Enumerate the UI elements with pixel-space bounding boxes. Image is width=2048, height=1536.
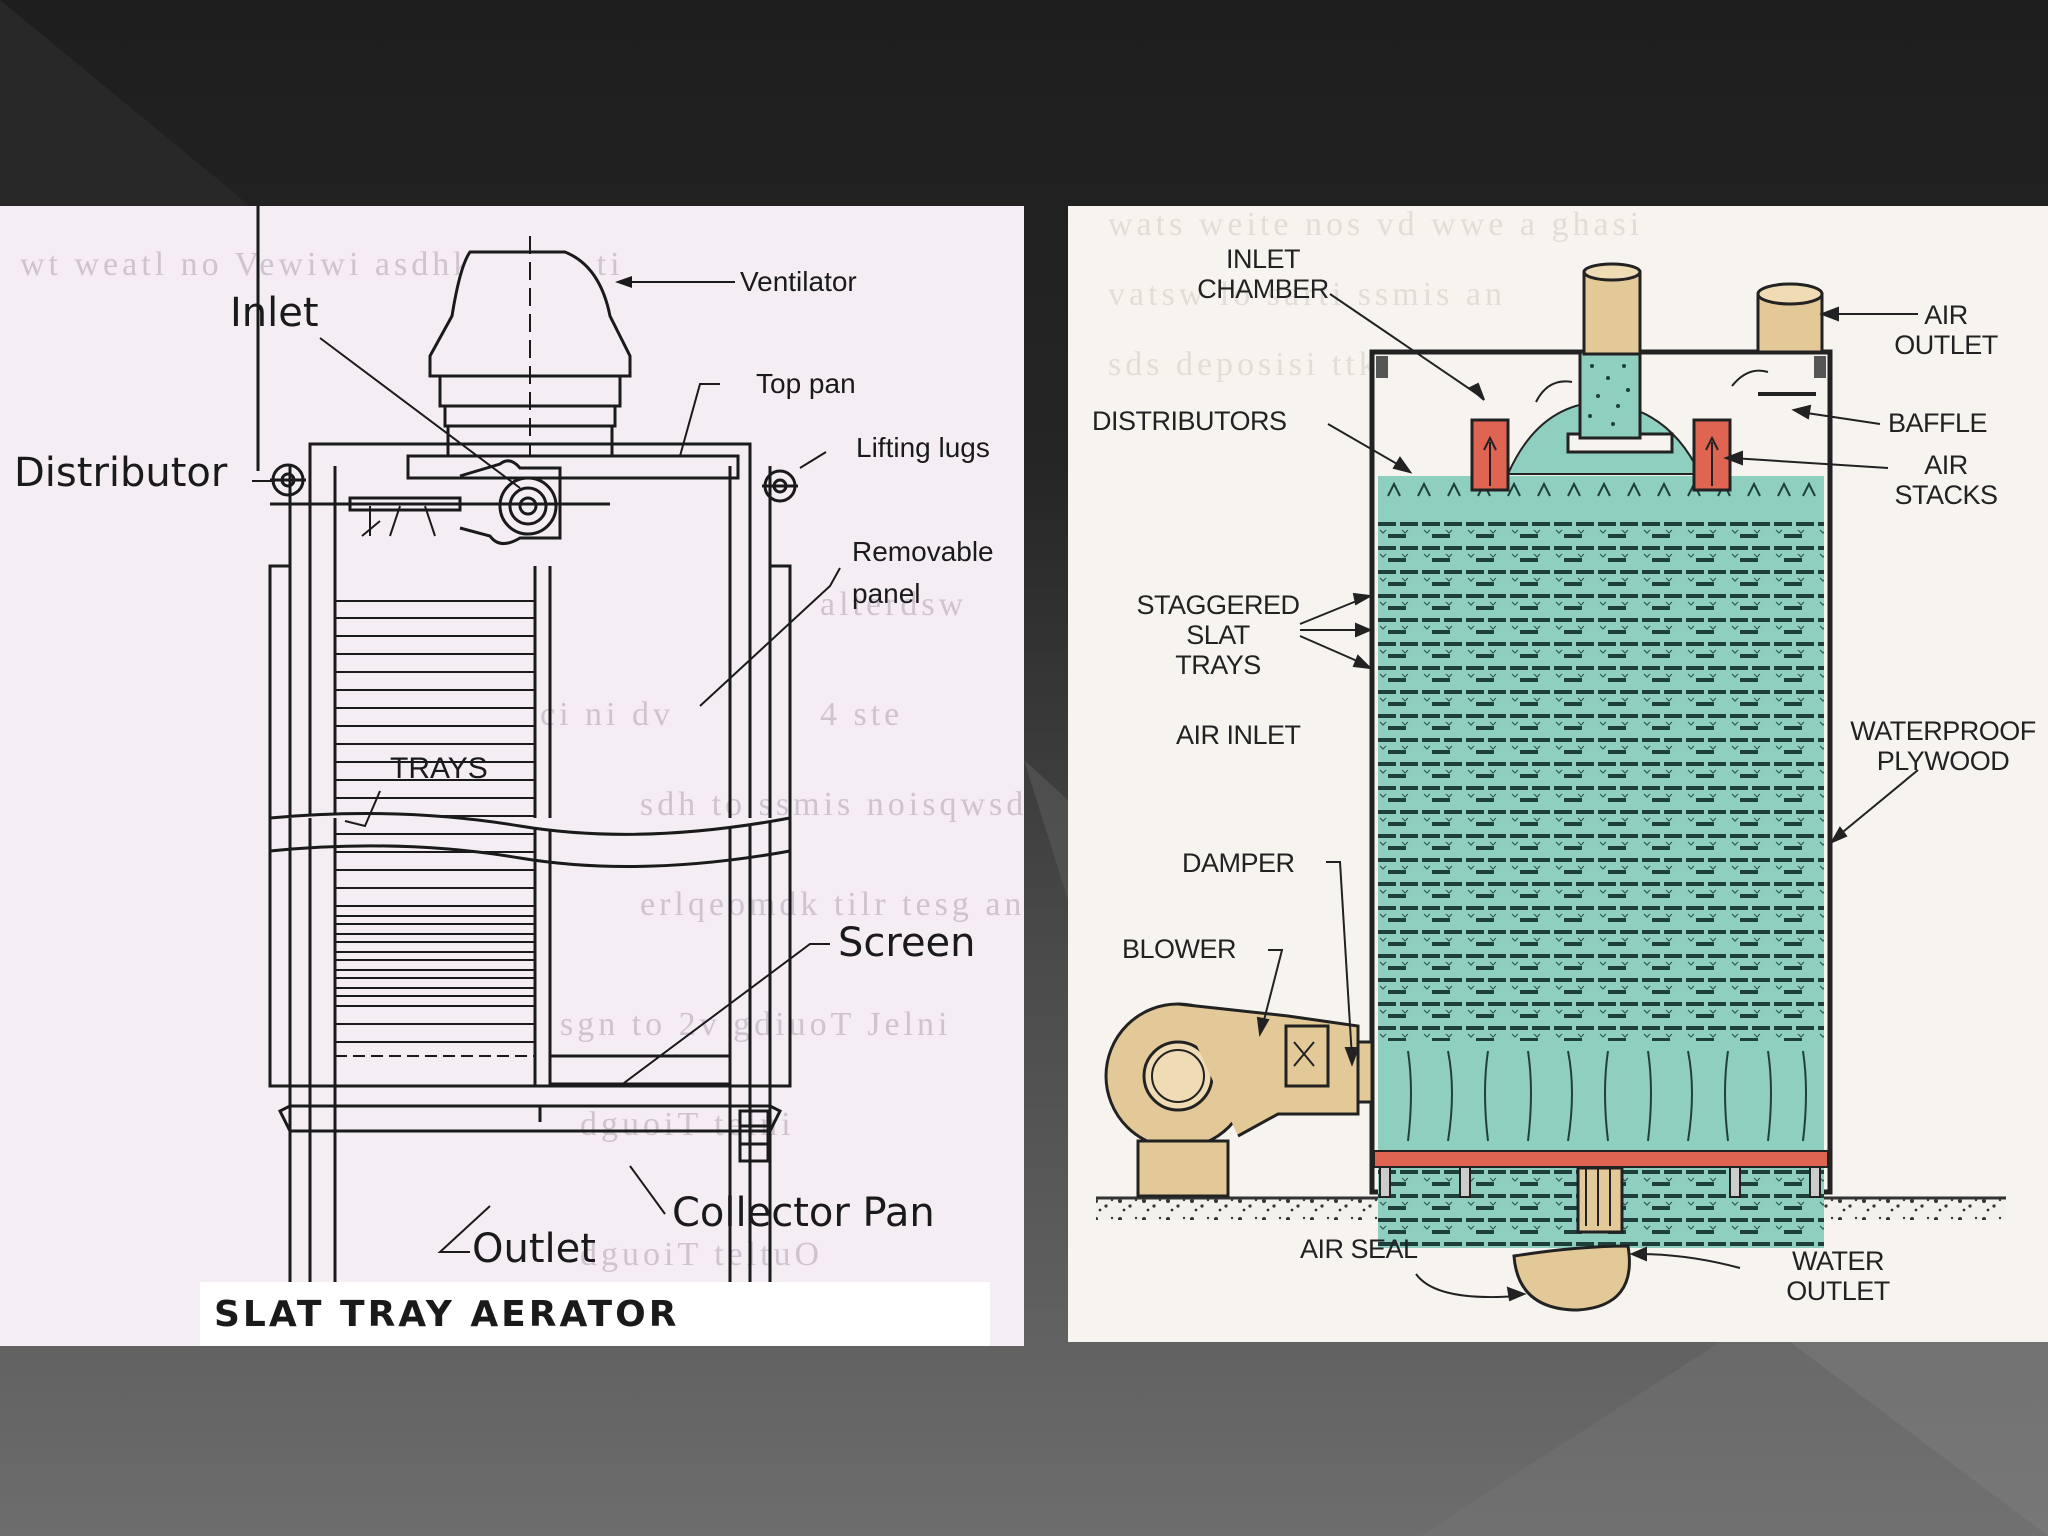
label-staggered-2: SLAT xyxy=(1186,620,1250,650)
label-waterproof-1: WATERPROOF xyxy=(1850,716,2036,746)
label-air-seal: AIR SEAL xyxy=(1300,1234,1418,1264)
label-air-stacks-1: AIR xyxy=(1924,450,1968,480)
bleed-through-text: erlqeomdk tilr tesg anisuboyq nob xyxy=(640,886,1024,923)
bleed-through-text: wats weite nos vd wwe a ghasi xyxy=(1108,206,1644,243)
bleed-through-text: sdh to ssmis noisqwsd lo 2oui xyxy=(640,786,1024,823)
label-air-outlet-2: OUTLET xyxy=(1894,330,1998,360)
label-distributor: Distributor xyxy=(14,450,228,496)
label-collector-pan: Collector Pan xyxy=(672,1190,935,1236)
label-air-outlet: AIR OUTLET xyxy=(1876,300,2016,360)
label-inlet: Inlet xyxy=(230,290,319,336)
label-staggered-3: TRAYS xyxy=(1175,650,1261,680)
label-staggered-slat-trays: STAGGERED SLAT TRAYS xyxy=(1128,590,1308,680)
label-air-outlet-1: AIR xyxy=(1924,300,1968,330)
label-water-outlet: WATER OUTLET xyxy=(1768,1246,1908,1306)
label-waterproof-plywood: WATERPROOF PLYWOOD xyxy=(1838,716,2048,776)
label-water-outlet-1: WATER xyxy=(1792,1246,1885,1276)
label-removable-panel-1: Removable xyxy=(852,536,994,567)
tower-aerator-panel: wats weite nos vd wwe a ghasi vatsw lo s… xyxy=(1068,206,2048,1342)
label-air-stacks: AIR STACKS xyxy=(1876,450,2016,510)
aerator-drawing xyxy=(252,206,841,1346)
bleed-through-text: alterdsw xyxy=(820,586,968,623)
label-removable-panel-2: panel xyxy=(852,578,921,609)
label-staggered-1: STAGGERED xyxy=(1136,590,1300,620)
bleed-through-text: sds deposisi ttk xyxy=(1108,346,1380,383)
label-baffle: BAFFLE xyxy=(1888,408,1988,438)
label-distributors: DISTRIBUTORS xyxy=(1092,406,1287,436)
bleed-through-text: 4 ste xyxy=(820,696,904,733)
label-water-outlet-2: OUTLET xyxy=(1786,1276,1890,1306)
label-lifting-lugs: Lifting lugs xyxy=(856,432,990,463)
bleed-through-text: ci ni dv xyxy=(540,696,674,733)
label-ventilator: Ventilator xyxy=(740,266,857,297)
label-inlet-chamber-1: INLET xyxy=(1225,244,1301,274)
label-top-pan: Top pan xyxy=(756,368,856,399)
slat-tray-aerator-panel: wt weatl no Vewiwi asdhk ldnov ti alterd… xyxy=(0,206,1024,1346)
bleed-through-text: vatsw lo sarti ssmis an xyxy=(1108,276,1506,313)
label-trays: TRAYS xyxy=(390,752,488,785)
label-screen: Screen xyxy=(838,920,976,966)
label-air-stacks-2: STACKS xyxy=(1894,480,1998,510)
ventilator-shape xyxy=(428,236,632,458)
label-outlet: Outlet xyxy=(472,1226,596,1272)
bleed-through-text: dguoiT teltuO xyxy=(580,1236,824,1273)
bleed-through-text: sgn to 2v gdiuoT Jelni xyxy=(560,1006,952,1043)
label-inlet-chamber-2: CHAMBER xyxy=(1197,274,1329,304)
trays-lower xyxy=(335,915,535,1043)
diagram-title: SLAT TRAY AERATOR xyxy=(214,1294,680,1335)
title-background xyxy=(200,1282,990,1346)
trays-upper xyxy=(335,600,535,997)
label-air-inlet: AIR INLET xyxy=(1176,720,1301,750)
tower-drawing xyxy=(1096,262,2006,1312)
label-inlet-chamber: INLET CHAMBER xyxy=(1168,244,1358,304)
label-blower: BLOWER xyxy=(1122,934,1237,964)
blower-shape xyxy=(1104,1002,1374,1198)
label-waterproof-2: PLYWOOD xyxy=(1876,746,2010,776)
label-damper: DAMPER xyxy=(1182,848,1295,878)
